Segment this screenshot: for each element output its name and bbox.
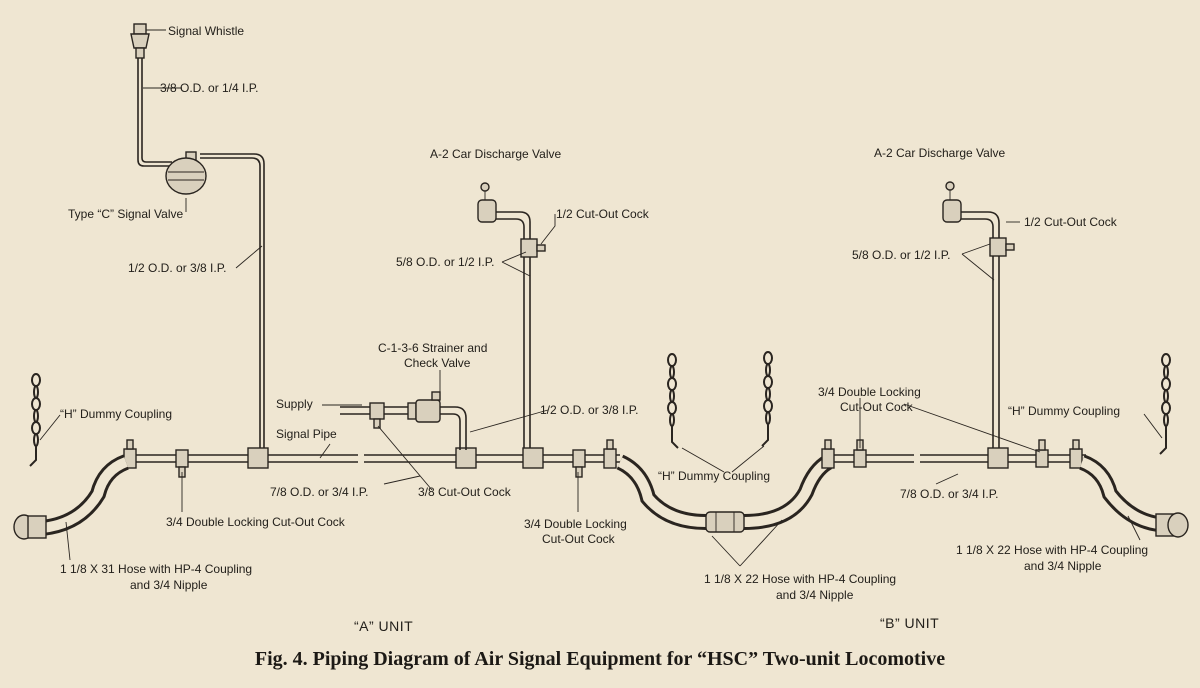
label-hose-mid-line1: 1 1/8 X 22 Hose with HP-4 Coupling: [704, 572, 896, 586]
tee-fitting-strainer: [455, 447, 477, 469]
strainer-pipe: [440, 406, 467, 450]
discharge-valve-a: [477, 182, 497, 223]
label-supply: Supply: [276, 397, 313, 411]
unit-a-label: “A” UNIT: [354, 618, 413, 634]
discharge-valve-b: [942, 181, 962, 223]
leader-lines: [39, 29, 1163, 567]
label-double-locking-b-line1: 3/4 Double Locking: [818, 385, 921, 399]
hp4-coupling-b: [1155, 512, 1189, 538]
whistle-pipe: [137, 58, 172, 167]
label-double-locking-b-line2: Cut-Out Cock: [840, 400, 914, 414]
unit-b-label: “B” UNIT: [880, 615, 939, 631]
label-signal-pipe: Signal Pipe: [276, 427, 337, 441]
label-cutout-cock-b: 1/2 Cut-Out Cock: [1024, 215, 1118, 229]
c136-strainer-check-valve: [407, 391, 441, 423]
dummy-coupling-chain-left: [29, 373, 41, 467]
label-strainer-line1: C-1-3-6 Strainer and: [378, 341, 487, 355]
label-main-pipe-b: 7/8 O.D. or 3/4 I.P.: [900, 487, 999, 501]
label-strainer-pipe: 1/2 O.D. or 3/8 I.P.: [540, 403, 639, 417]
label-main-pipe-a: 7/8 O.D. or 3/4 I.P.: [270, 485, 369, 499]
main-pipe-b-left: [834, 454, 914, 463]
label-signal-whistle: Signal Whistle: [168, 24, 244, 38]
label-signal-valve: Type “C” Signal Valve: [68, 207, 183, 221]
label-signal-valve-pipe: 1/2 O.D. or 3/8 I.P.: [128, 261, 227, 275]
end-fitting-b-right: [1069, 439, 1083, 469]
end-fitting-a-right: [603, 439, 617, 469]
label-dummy-coupling-left: “H” Dummy Coupling: [60, 407, 172, 421]
type-c-signal-valve: [165, 151, 207, 195]
cutout-cock-a: [520, 238, 546, 258]
label-discharge-pipe-b: 5/8 O.D. or 1/2 I.P.: [852, 248, 951, 262]
dummy-coupling-chain-right: [1159, 353, 1171, 455]
label-discharge-valve-b: A-2 Car Discharge Valve: [874, 146, 1005, 160]
discharge-pipe-a: [496, 211, 531, 448]
end-fitting-a-left: [123, 439, 137, 469]
signal-valve-pipe: [200, 153, 265, 456]
hp4-coupling-a: [13, 514, 47, 540]
figure-caption: Fig. 4. Piping Diagram of Air Signal Equ…: [255, 648, 945, 670]
label-double-locking-mid-line2: Cut-Out Cock: [542, 532, 616, 546]
label-hose-b-line1: 1 1/8 X 22 Hose with HP-4 Coupling: [956, 543, 1148, 557]
hose-b: [1078, 454, 1160, 532]
cutout-cock-b: [989, 237, 1015, 257]
label-double-locking-a: 3/4 Double Locking Cut-Out Cock: [166, 515, 346, 529]
label-double-locking-mid-line1: 3/4 Double Locking: [524, 517, 627, 531]
label-whistle-pipe: 3/8 O.D. or 1/4 I.P.: [160, 81, 259, 95]
hp4-coupling-mid: [705, 511, 745, 533]
label-cutout-cock-supply: 3/8 Cut-Out Cock: [418, 485, 512, 499]
end-fitting-b-left: [821, 439, 835, 469]
signal-whistle: [130, 23, 150, 59]
tee-fitting-signal-valve: [247, 447, 269, 469]
tee-fitting-discharge-a: [522, 447, 544, 469]
main-pipe-a-left: [128, 454, 358, 463]
dummy-coupling-chain-center-right: [761, 351, 773, 447]
tee-fitting-discharge-b: [987, 447, 1009, 469]
dummy-coupling-chain-center-left: [667, 353, 679, 449]
label-hose-a-line2: and 3/4 Nipple: [130, 578, 208, 592]
discharge-pipe-b: [961, 211, 1000, 448]
label-discharge-valve-a: A-2 Car Discharge Valve: [430, 147, 561, 161]
label-hose-a-line1: 1 1/8 X 31 Hose with HP-4 Coupling: [60, 562, 252, 576]
double-locking-cock-mid: [572, 449, 586, 478]
label-cutout-cock-a: 1/2 Cut-Out Cock: [556, 207, 650, 221]
label-hose-b-line2: and 3/4 Nipple: [1024, 559, 1102, 573]
supply-cutout-cock: [369, 402, 385, 429]
label-dummy-coupling-center: “H” Dummy Coupling: [658, 469, 770, 483]
supply-pipe: [340, 406, 372, 415]
label-discharge-pipe-a: 5/8 O.D. or 1/2 I.P.: [396, 255, 495, 269]
label-strainer-line2: Check Valve: [404, 356, 471, 370]
label-dummy-coupling-right: “H” Dummy Coupling: [1008, 404, 1120, 418]
label-hose-mid-line2: and 3/4 Nipple: [776, 588, 854, 602]
double-locking-cock-b-right: [1035, 439, 1049, 468]
hose-a: [40, 454, 130, 536]
